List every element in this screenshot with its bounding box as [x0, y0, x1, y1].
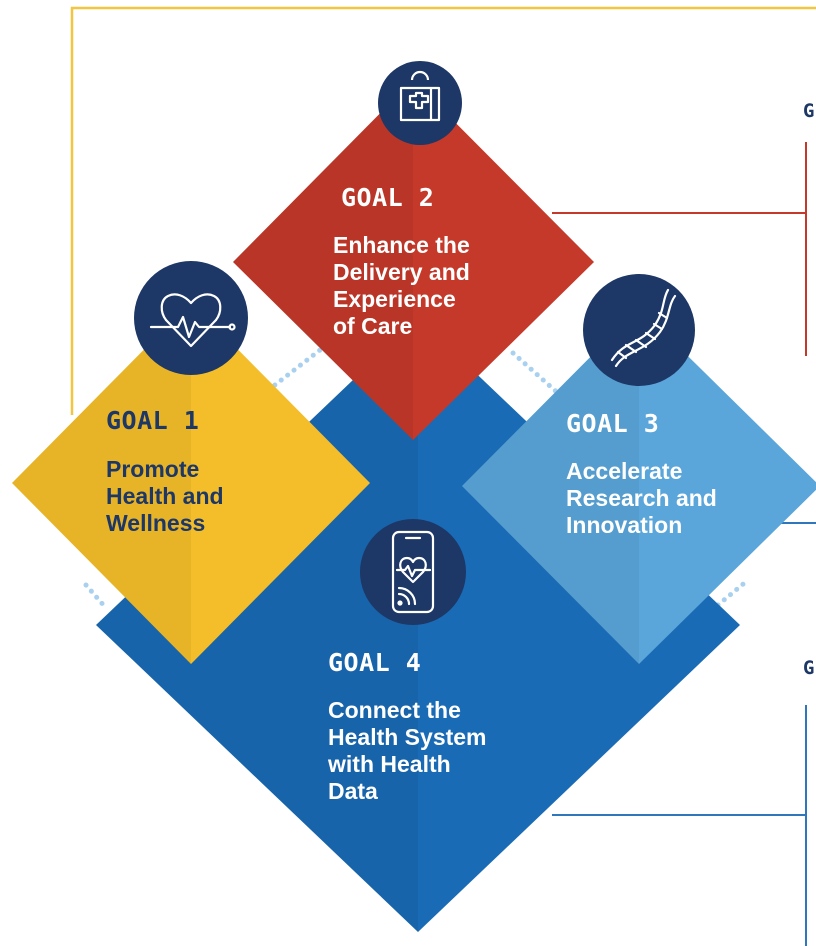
- goal1-title: GOAL 1: [106, 406, 200, 435]
- goal4-line: Connect the: [328, 697, 461, 723]
- goal2-line: of Care: [333, 313, 413, 339]
- goal1-line: Wellness: [106, 510, 206, 536]
- goal4-line: Health System: [328, 724, 487, 750]
- medical-kit-icon: [378, 61, 462, 145]
- goal4-title: GOAL 4: [328, 648, 422, 677]
- goal2-description: Enhance the Delivery and Experience of C…: [333, 232, 553, 340]
- goal4-connector: [552, 705, 807, 946]
- outer-frame: [70, 6, 816, 415]
- goal3-title: GOAL 3: [566, 409, 660, 438]
- goal1-line: Health and: [106, 483, 224, 509]
- goal3-diamond: [462, 308, 816, 664]
- side-label-bottom: G: [803, 657, 815, 679]
- goal2-title: GOAL 2: [341, 183, 435, 212]
- phone-heart-wireless-icon: [360, 519, 466, 625]
- dna-icon: [583, 274, 695, 386]
- side-label-top: G: [803, 100, 815, 122]
- goal1-description: Promote Health and Wellness: [106, 456, 306, 537]
- goal2-line: Experience: [333, 286, 456, 312]
- goal1-line: Promote: [106, 456, 200, 482]
- goal4-line: with Health: [328, 751, 451, 777]
- heart-pulse-icon: [134, 261, 248, 375]
- goal3-line: Research and: [566, 485, 717, 511]
- goal2-line: Delivery and: [333, 259, 470, 285]
- goal1-diamond: [12, 302, 370, 664]
- goal2-connector: [552, 142, 807, 356]
- goal3-line: Innovation: [566, 512, 683, 538]
- goal2-diamond: [233, 80, 594, 440]
- goal3-line: Accelerate: [566, 458, 683, 484]
- goal4-description: Connect the Health System with Health Da…: [328, 697, 558, 805]
- goal2-line: Enhance the: [333, 232, 470, 258]
- goal4-line: Data: [328, 778, 378, 804]
- dotted-accents: [83, 347, 751, 611]
- goal3-description: Accelerate Research and Innovation: [566, 458, 786, 539]
